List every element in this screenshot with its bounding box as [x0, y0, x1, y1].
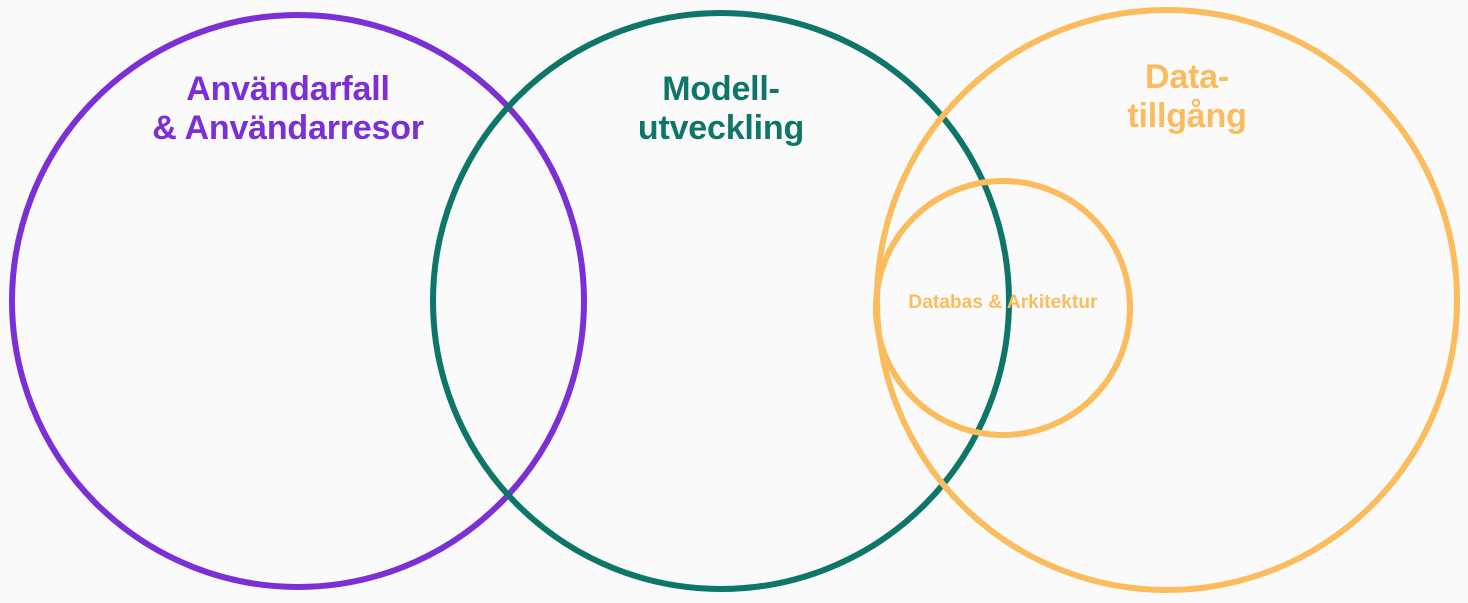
- modellutveckling-circle: [430, 10, 1012, 592]
- databas-arkitektur-circle: [873, 178, 1133, 438]
- anvandarfall-circle: [9, 12, 587, 590]
- datatillgang-circle: [874, 7, 1460, 593]
